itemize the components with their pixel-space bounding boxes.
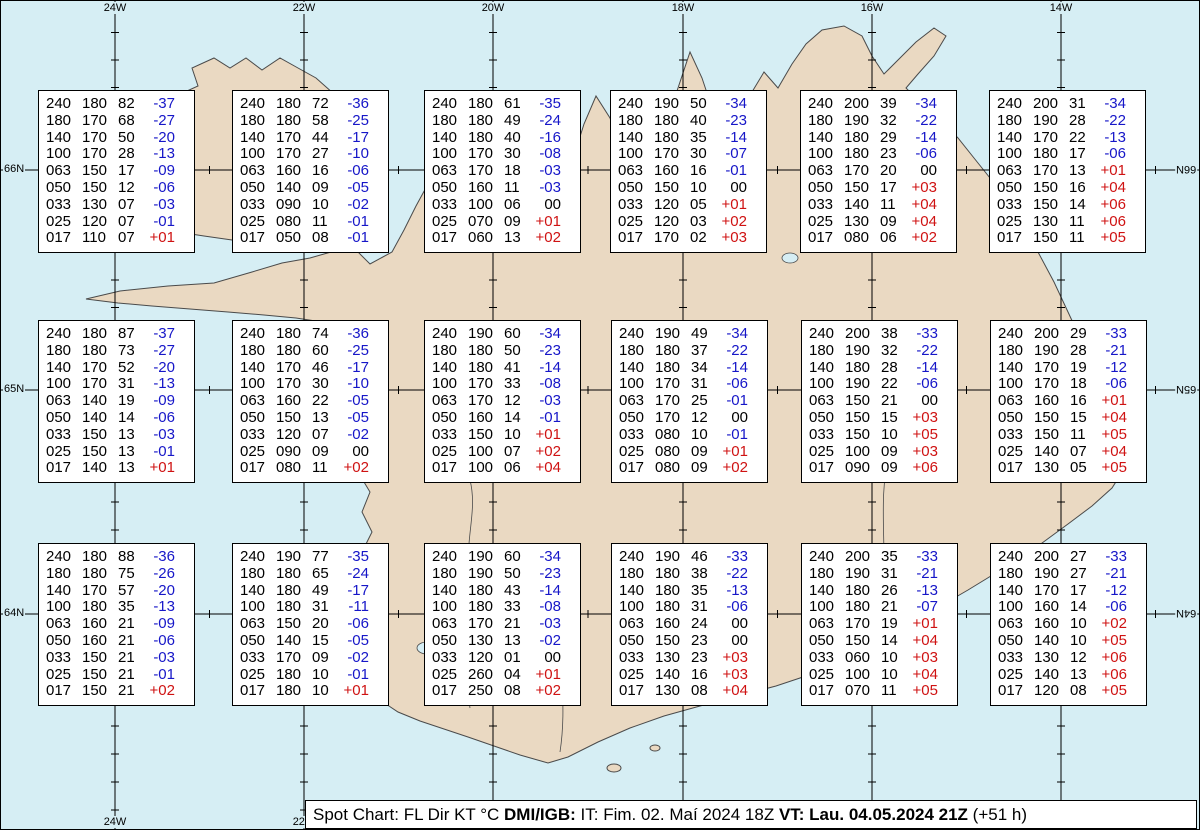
caption-issuer: DMI/IGB:: [504, 804, 576, 824]
caption-bar: Spot Chart: FL Dir KT °C DMI/IGB: IT: Fi…: [305, 800, 1197, 829]
caption-title: Spot Chart: FL Dir KT °C: [313, 804, 505, 824]
caption-valid-time: VT: Lau. 04.05.2024 21Z: [778, 804, 968, 824]
island: [606, 763, 622, 773]
caption-issue-time: IT: Fim. 02. Maí 2024 18Z: [575, 804, 779, 824]
lake: [416, 641, 438, 655]
caption-lead-time: (+51 h): [967, 804, 1028, 824]
lake: [781, 252, 799, 264]
island: [649, 744, 661, 752]
iceland-landmass: [85, 25, 1127, 764]
